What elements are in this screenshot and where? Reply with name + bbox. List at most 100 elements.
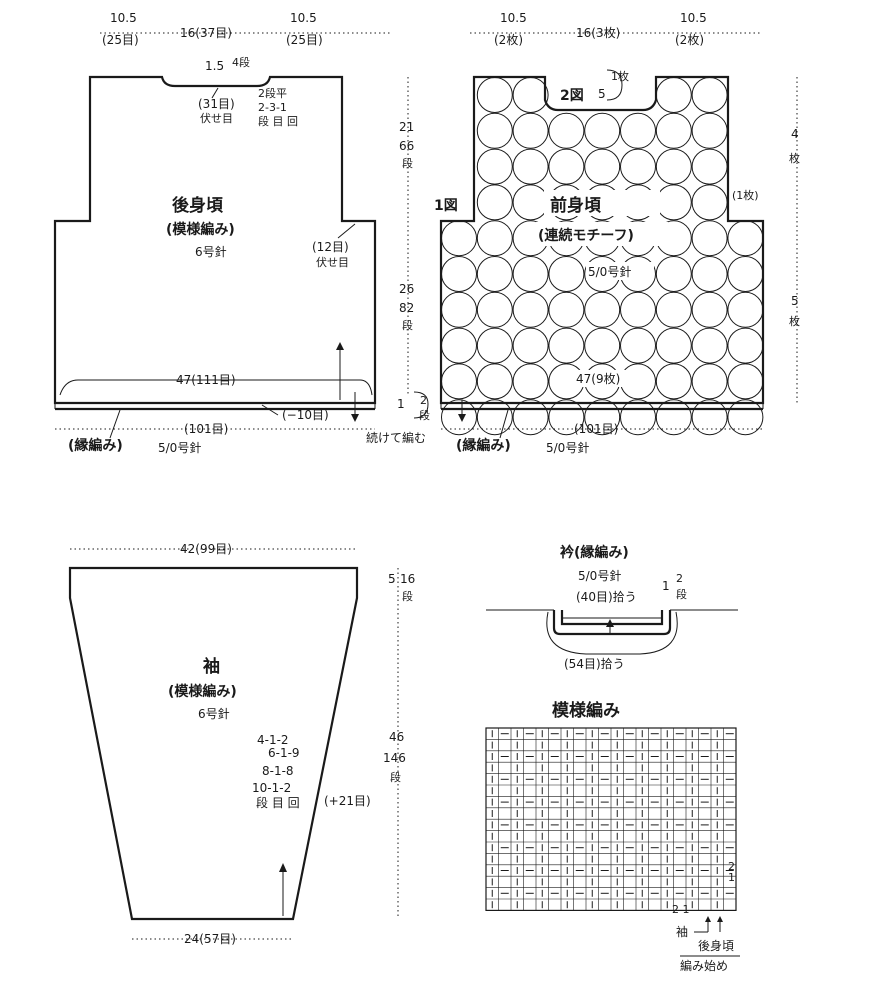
- motif-circle: [655, 184, 692, 221]
- motif-circle: [691, 184, 728, 221]
- height-lower-cm: 26: [399, 282, 414, 296]
- motif-circle: [691, 148, 728, 185]
- back-body-section: 10.5 (25目) 16(37目) 10.5 (25目) 1.5 4段 (31…: [53, 11, 390, 455]
- motif-circle: [691, 327, 728, 364]
- continue-label: 続けて編む: [366, 430, 426, 445]
- motif-circle: [727, 363, 764, 400]
- front-body-title: 前身頃: [550, 195, 602, 216]
- sleeve-inc-row-4: 10-1-2: [252, 781, 291, 795]
- motif-circle: [655, 148, 692, 185]
- back-neck-depth: 1.5: [205, 59, 224, 73]
- motif-circle: [476, 363, 513, 400]
- front-edge-pattern: (縁編み): [456, 437, 511, 454]
- motif-circle: [620, 291, 656, 328]
- chart-row-mark-2: 2: [728, 860, 735, 873]
- motif-circle: [476, 256, 513, 292]
- collar-title: 衿(縁編み): [560, 544, 629, 561]
- sleeve-cap-rows: 16: [400, 572, 415, 586]
- motif-circle: [655, 112, 692, 149]
- motif-circle: [584, 291, 621, 328]
- motif-circle: [512, 399, 549, 436]
- motif-circle: [548, 148, 585, 185]
- collar-height-rows: 2: [676, 572, 683, 585]
- back-neck-dec2: 2-3-1: [258, 101, 287, 114]
- motif-circle: [620, 112, 656, 149]
- motif-circle: [441, 399, 477, 436]
- chart-back-label: 後身頃: [698, 938, 734, 953]
- motif-circle: [691, 220, 728, 257]
- motif-circle: [476, 220, 513, 257]
- motif-circle: [655, 77, 692, 113]
- motif-circle: [727, 399, 764, 436]
- motif-circle: [584, 399, 621, 436]
- sleeve-inc-row-5: 段 目 回: [256, 795, 300, 810]
- back-edge-needle: 5/0号針: [158, 440, 201, 455]
- front-body-pattern: (連続モチーフ): [538, 227, 634, 244]
- motif-circle: [548, 291, 585, 328]
- motif-circle: [476, 291, 513, 328]
- motif-circle: [727, 256, 764, 292]
- chart-row-mark-1: 1: [728, 871, 735, 884]
- motif-circle: [548, 256, 585, 292]
- motif-circle: [691, 399, 728, 436]
- stitch-chart-title: 模様編み: [552, 700, 620, 721]
- motif-circle: [691, 363, 728, 400]
- front-side-lower-cm: 5: [791, 294, 799, 308]
- back-edge-decrease: (−10目): [282, 408, 329, 422]
- motif-circle: [548, 112, 585, 149]
- chart-start-label: 編み始め: [680, 958, 728, 973]
- chart-sleeve-label: 袖: [676, 924, 688, 939]
- collar-pick-top: (40目)拾う: [576, 589, 637, 604]
- front-width-label: 47(9枚): [576, 371, 620, 386]
- back-width-label: 47(111目): [176, 373, 236, 387]
- back-neck-dec3: 段 目 回: [258, 114, 298, 128]
- height-upper-cm: 21: [399, 120, 414, 134]
- sleeve-bottom-width: 24(57目): [184, 932, 236, 946]
- motif-circle: [441, 256, 477, 292]
- back-neck-dec1: 2段平: [258, 86, 287, 100]
- motif-circle: [691, 112, 728, 149]
- front-dim-right-motifs: (2枚): [675, 32, 704, 47]
- motif-circle: [548, 399, 585, 436]
- motif-circle: [441, 363, 477, 400]
- back-dim-right: 10.5: [290, 11, 317, 25]
- front-body-outline: [439, 75, 765, 405]
- height-upper-rows: 66: [399, 139, 414, 153]
- stitch-chart-section: 模様編み 2 1 2 1 袖 後身頃 編み始め: [485, 700, 740, 973]
- motif-circle: [548, 327, 585, 364]
- height-dimensions: 21 66 段 26 82 段 1 2 段 続けて編む: [366, 77, 430, 445]
- back-dim-right-stitches: (25目): [286, 33, 323, 47]
- sleeve-pattern: (模様編み): [168, 683, 237, 700]
- back-dim-left-stitches: (25目): [102, 33, 139, 47]
- back-neck-rows: 4段: [232, 55, 250, 69]
- motif-circle: [476, 327, 513, 364]
- sleeve-top-width: 42(99目): [180, 542, 232, 556]
- collar-needle: 5/0号針: [578, 568, 621, 583]
- front-neck-depth: 5: [598, 87, 606, 101]
- front-dim-center: 16(3枚): [576, 25, 620, 40]
- back-edge-stitches: (101目): [184, 422, 228, 436]
- motif-circle: [584, 112, 621, 149]
- motif-circle: [476, 77, 513, 113]
- motif-circle: [512, 291, 549, 328]
- motif-circle: [620, 399, 656, 436]
- sleeve-inc-row-3: 8-1-8: [262, 764, 294, 778]
- sleeve-length-rows: 146: [383, 751, 406, 765]
- front-fig2: 2図: [560, 88, 584, 104]
- front-side-upper-cm: 4: [791, 127, 799, 141]
- front-edge-stitches: (101目): [574, 422, 618, 436]
- motif-circle: [620, 327, 656, 364]
- back-body-outline: [53, 75, 377, 405]
- back-neck-bindoff: (31目): [198, 97, 235, 111]
- height-upper-unit: 段: [402, 156, 413, 170]
- motif-circle: [727, 291, 764, 328]
- motif-circle: [441, 291, 477, 328]
- motif-circle: [476, 112, 513, 149]
- collar-section: 衿(縁編み) 5/0号針 (40目)拾う 1 2 段 (54目)拾う: [486, 544, 738, 671]
- front-dim-left-motifs: (2枚): [494, 32, 523, 47]
- height-lower-unit: 段: [402, 318, 413, 332]
- motif-circle: [476, 148, 513, 185]
- back-neck-bindoff-label: 伏せ目: [200, 111, 233, 125]
- height-edge-rows: 2: [420, 394, 427, 407]
